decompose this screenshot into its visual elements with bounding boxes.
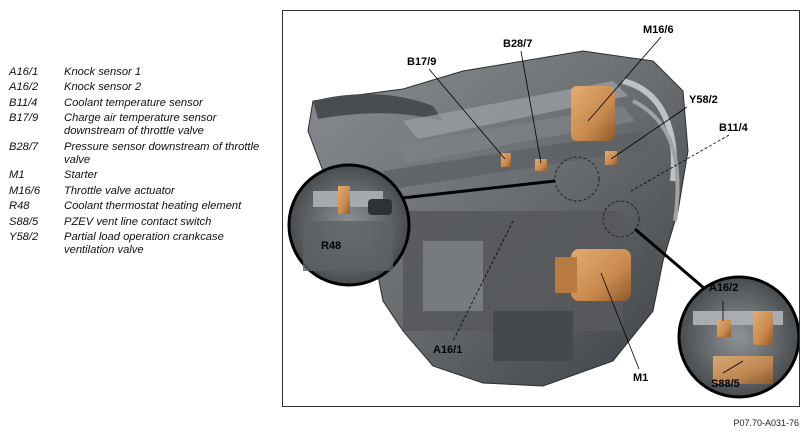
starter-highlight (555, 249, 631, 301)
legend-desc: Pressure sensor downstream of throttle v… (64, 140, 260, 166)
legend-desc: Coolant temperature sensor (64, 96, 203, 109)
callout-s88-5: S88/5 (711, 378, 740, 390)
legend-row: M1 Starter (9, 169, 279, 182)
legend-row: A16/1 Knock sensor 1 (9, 66, 279, 79)
callout-b28-7: B28/7 (503, 38, 532, 50)
callout-b17-9: B17/9 (407, 56, 436, 68)
legend-code: B17/9 (9, 112, 39, 125)
legend-code: S88/5 (9, 215, 39, 228)
leader-m1 (600, 272, 640, 370)
callout-m16-6: M16/6 (643, 24, 674, 36)
legend-row: R48 Coolant thermostat heating element (9, 200, 279, 213)
inset-connector (392, 179, 556, 201)
leader-y58-2 (610, 106, 688, 160)
leader-a16-1 (452, 220, 514, 342)
legend-desc: Coolant thermostat heating element (64, 200, 242, 213)
legend-desc: Knock sensor 2 (64, 81, 142, 94)
legend-desc: Throttle valve actuator (64, 184, 175, 197)
legend-desc: PZEV vent line contact switch (64, 215, 212, 228)
sensor-highlights (501, 151, 617, 171)
leader-b17-9 (428, 68, 506, 160)
legend-code: B28/7 (9, 140, 39, 153)
legend-code: R48 (9, 200, 30, 213)
callout-r48: R48 (321, 240, 341, 252)
legend-row: B28/7 Pressure sensor downstream of throt… (9, 141, 279, 167)
engine-illustration: M16/6 B17/9 B28/7 Y58/2 B11/4 R48 A16/2 … (287, 24, 799, 399)
a16-2-s88-5-inset (677, 275, 799, 399)
legend-row: B11/4 Coolant temperature sensor (9, 97, 279, 110)
legend-desc: Knock sensor 1 (64, 66, 142, 78)
callout-y58-2: Y58/2 (689, 94, 718, 106)
legend-row: A16/2 Knock sensor 2 (9, 81, 279, 94)
legend-code: Y58/2 (9, 230, 39, 243)
callout-a16-1: A16/1 (433, 344, 462, 356)
callout-b11-4: B11/4 (719, 122, 749, 134)
legend-code: M16/6 (9, 184, 41, 197)
legend-row: S88/5 PZEV vent line contact switch (9, 216, 279, 229)
legend-code: A16/1 (9, 66, 39, 78)
legend-code: A16/2 (9, 81, 39, 94)
throttle-valve-actuator-highlight (571, 86, 615, 141)
r48-inset (287, 163, 411, 287)
legend-desc: Partial load operation crankcase ventila… (64, 230, 224, 257)
leader-s88-5 (722, 360, 744, 374)
legend-row: B17/9 Charge air temperature sensor downs… (9, 112, 279, 138)
legend-row: M16/6 Throttle valve actuator (9, 185, 279, 198)
legend-code: M1 (9, 169, 25, 182)
legend-desc: Starter (64, 169, 98, 182)
leader-b11-4 (630, 134, 730, 192)
inset-origin-marker (554, 156, 600, 202)
callout-a16-2: A16/2 (709, 282, 738, 294)
callout-m1: M1 (633, 372, 648, 384)
leader-b28-7 (520, 50, 542, 164)
inset-origin-marker (602, 200, 640, 238)
legend-code: B11/4 (9, 96, 38, 109)
leader-lines (428, 36, 744, 374)
legend-desc: Charge air temperature sensor downstream… (64, 112, 217, 138)
legend-row: Y58/2 Partial load operation crankcase ve… (9, 231, 279, 257)
leader-m16-6 (587, 36, 662, 122)
inset-connector (634, 227, 706, 291)
engine-illustration-frame: M16/6 B17/9 B28/7 Y58/2 B11/4 R48 A16/2 … (282, 10, 800, 407)
figure-reference-id: P07.70-A031-76 (733, 418, 799, 428)
